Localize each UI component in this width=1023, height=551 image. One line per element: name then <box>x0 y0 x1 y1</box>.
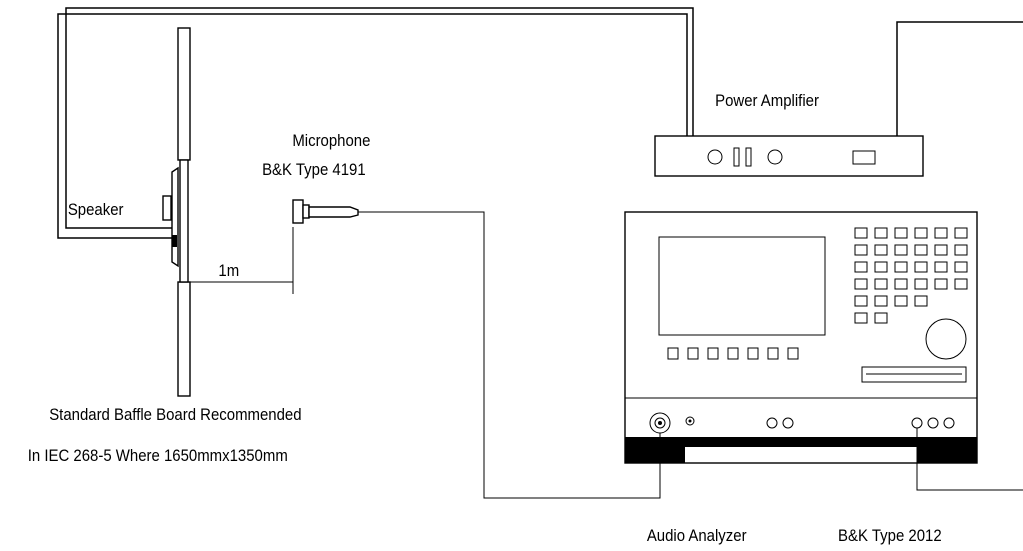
microphone <box>292 199 366 224</box>
analyzer-switch <box>685 416 695 426</box>
analyzer-input-connector <box>649 412 671 438</box>
audio-analyzer-label: Audio Analyzer <box>647 527 747 545</box>
amp-slider-1 <box>733 147 740 167</box>
microphone-type-label: B&K Type 4191 <box>262 161 366 179</box>
power-amplifier <box>654 135 924 177</box>
amp-display <box>852 150 876 165</box>
microphone-cable <box>366 211 661 499</box>
baffle-board <box>177 27 191 397</box>
speaker-to-amplifier-cable <box>57 7 694 239</box>
amp-slider-2 <box>745 147 752 167</box>
analyzer-foot-right <box>917 447 977 463</box>
analyzer-dial <box>925 318 967 360</box>
analyzer-softkeys <box>667 347 799 360</box>
amplifier-output-cable <box>896 21 1023 136</box>
audio-analyzer <box>624 211 978 464</box>
analyzer-keypad <box>854 227 968 324</box>
baffle-label-line1: Standard Baffle Board Recommended <box>49 406 301 424</box>
speaker <box>162 166 179 268</box>
speaker-label: Speaker <box>68 201 124 219</box>
analyzer-disk-slot <box>861 366 967 383</box>
power-amplifier-label: Power Amplifier <box>715 92 819 110</box>
amp-knob-2 <box>767 149 783 165</box>
microphone-label: Microphone <box>292 132 370 150</box>
amp-knob-1 <box>707 149 723 165</box>
baffle-label-line2: In IEC 268-5 Where 1650mmx1350mm <box>28 447 288 465</box>
analyzer-screen <box>658 236 826 336</box>
analyzer-foot-left <box>625 447 685 463</box>
analyzer-output-cable <box>916 428 1023 491</box>
analyzer-base-band <box>625 437 977 447</box>
distance-label: 1m <box>218 262 239 280</box>
distance-line <box>190 227 294 294</box>
bk-type-label: B&K Type 2012 <box>838 527 942 545</box>
